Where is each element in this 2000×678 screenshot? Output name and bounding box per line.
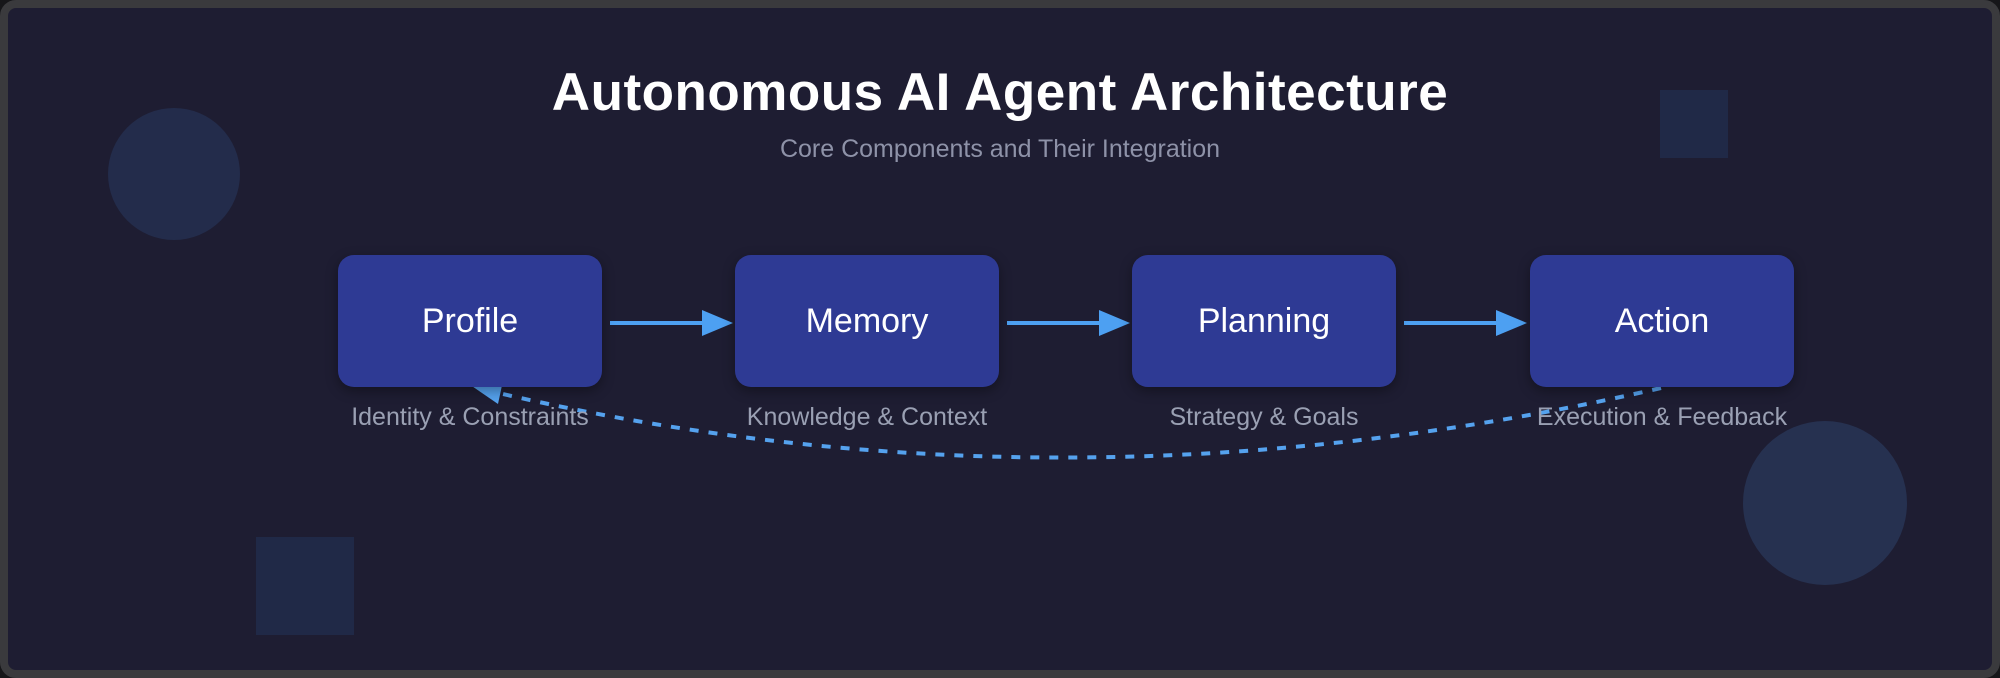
node-action: Action: [1530, 255, 1794, 387]
decor-square-bottom-left: [256, 537, 354, 635]
diagram-canvas: Autonomous AI Agent Architecture Core Co…: [8, 8, 1992, 670]
arrowhead-icon: [1099, 310, 1130, 336]
node-label: Planning: [1197, 302, 1331, 340]
arrow-planning-to-action: [1404, 310, 1527, 336]
page-title: Autonomous AI Agent Architecture: [551, 63, 1449, 122]
arrowhead-icon: [1496, 310, 1527, 336]
node-label: Profile: [421, 302, 519, 340]
node-sublabel-action: Execution & Feedback: [1536, 403, 1788, 431]
arrowhead-icon: [702, 310, 733, 336]
decor-square-top-right: [1660, 90, 1728, 158]
node-label: Memory: [805, 302, 929, 340]
connections-layer: [466, 310, 1662, 460]
node-label: Action: [1614, 302, 1710, 340]
arrow-profile-to-memory: [610, 310, 733, 336]
node-profile: Profile: [338, 255, 602, 387]
node-sublabel-planning: Strategy & Goals: [1169, 403, 1359, 431]
node-memory: Memory: [735, 255, 999, 387]
page-subtitle: Core Components and Their Integration: [779, 135, 1221, 163]
node-sublabel-profile: Identity & Constraints: [351, 403, 589, 431]
node-sublabel-memory: Knowledge & Context: [746, 403, 988, 431]
decor-circle-bottom-right: [1743, 421, 1907, 585]
arrow-memory-to-planning: [1007, 310, 1130, 336]
node-planning: Planning: [1132, 255, 1396, 387]
decor-circle-top-left: [108, 108, 240, 240]
